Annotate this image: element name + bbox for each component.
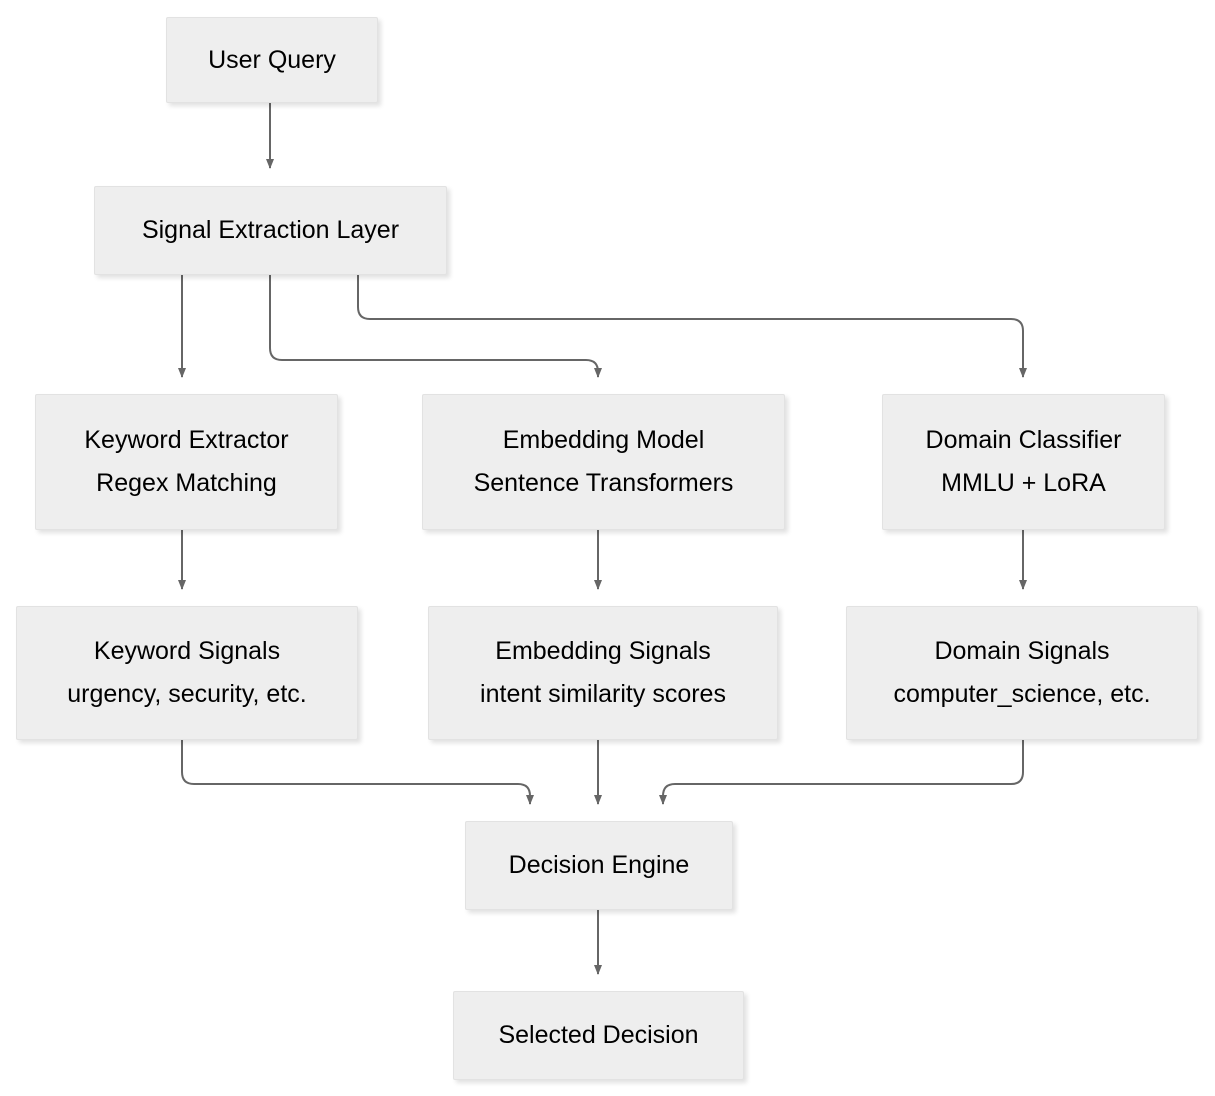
edge-domain-signals-to-decision-engine	[659, 740, 1024, 805]
node-domain-signals-label: Domain Signals	[934, 636, 1110, 665]
node-signal-extraction-layer-label: Signal Extraction Layer	[141, 216, 400, 244]
node-domain-signals-sublabel: computer_science, etc.	[893, 680, 1151, 708]
edge-keyword-signals-to-decision-engine	[181, 740, 534, 805]
node-embedding-model-label: Embedding Model	[502, 425, 705, 454]
node-embedding-signals[interactable]: Embedding Signals intent similarity scor…	[428, 606, 778, 740]
node-selected-decision-label: Selected Decision	[498, 1021, 699, 1049]
node-user-query[interactable]: User Query	[166, 17, 378, 103]
node-keyword-signals[interactable]: Keyword Signals urgency, security, etc.	[16, 606, 358, 740]
node-domain-classifier-label: Domain Classifier	[925, 425, 1122, 454]
node-keyword-extractor-sublabel: Regex Matching	[96, 469, 277, 497]
node-domain-classifier-sublabel: MMLU + LoRA	[941, 469, 1106, 497]
node-keyword-signals-sublabel: urgency, security, etc.	[67, 680, 307, 708]
node-user-query-label: User Query	[208, 45, 336, 74]
node-keyword-extractor-label: Keyword Extractor	[84, 425, 289, 454]
edge-signal-extraction-to-domain-classifier	[357, 275, 1027, 378]
node-domain-signals[interactable]: Domain Signals computer_science, etc.	[846, 606, 1198, 740]
node-signal-extraction-layer[interactable]: Signal Extraction Layer	[94, 186, 447, 275]
node-decision-engine-label: Decision Engine	[508, 851, 690, 879]
node-keyword-extractor[interactable]: Keyword Extractor Regex Matching	[35, 394, 338, 530]
node-domain-classifier[interactable]: Domain Classifier MMLU + LoRA	[882, 394, 1165, 530]
node-selected-decision[interactable]: Selected Decision	[453, 991, 744, 1080]
node-embedding-signals-label: Embedding Signals	[495, 636, 711, 665]
node-keyword-signals-label: Keyword Signals	[93, 636, 281, 665]
node-decision-engine[interactable]: Decision Engine	[465, 821, 733, 910]
node-embedding-model[interactable]: Embedding Model Sentence Transformers	[422, 394, 785, 530]
edge-signal-extraction-to-embedding-model	[269, 275, 602, 378]
node-embedding-signals-sublabel: intent similarity scores	[480, 680, 726, 708]
node-embedding-model-sublabel: Sentence Transformers	[473, 469, 734, 497]
